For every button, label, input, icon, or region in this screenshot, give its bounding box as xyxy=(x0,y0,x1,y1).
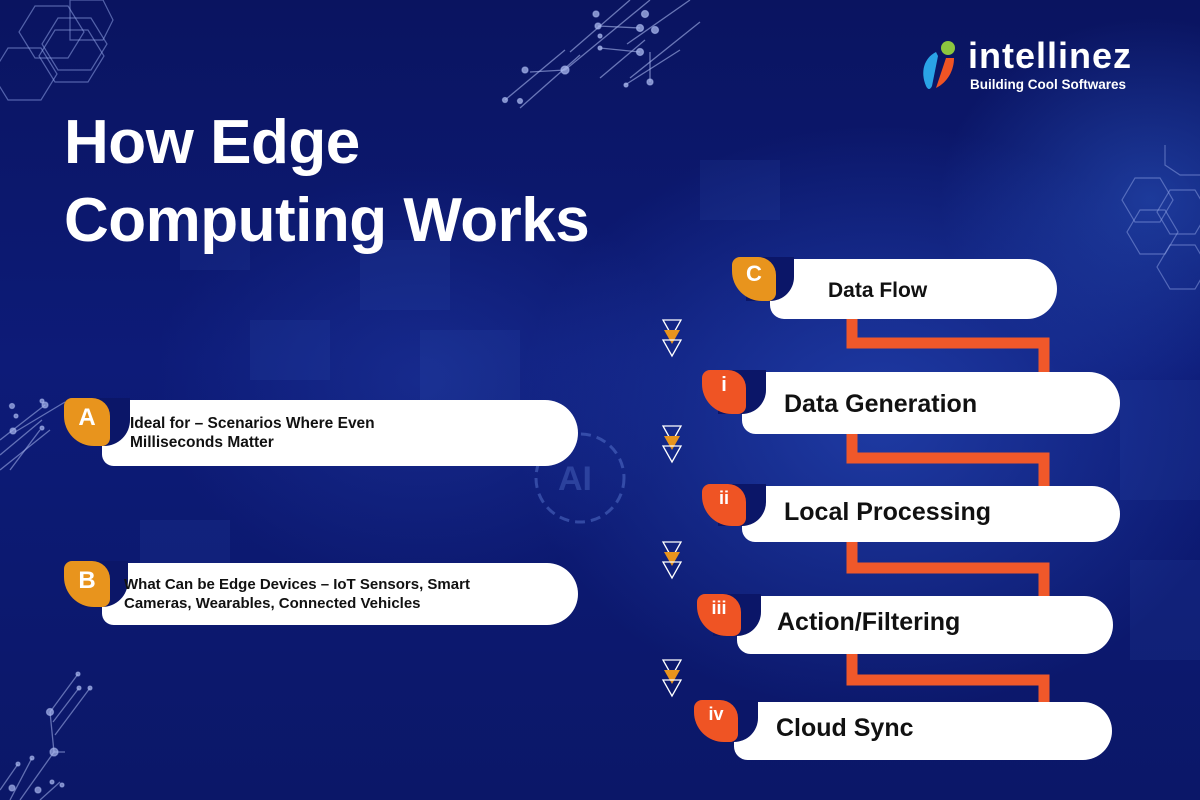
card-background xyxy=(734,702,1112,760)
page-title: How Edge Computing Works xyxy=(64,104,590,260)
badge-c: C xyxy=(732,257,776,301)
flow-step-2: ii Local Processing xyxy=(702,484,1120,544)
title-line-1: How Edge xyxy=(64,108,360,177)
chevron-down-icon xyxy=(661,425,683,464)
card-background xyxy=(742,372,1120,434)
flow-step-3-label: Action/Filtering xyxy=(777,608,961,636)
flow-step-1-label: Data Generation xyxy=(784,390,978,418)
info-card-a-text: Ideal for – Scenarios Where Even Millise… xyxy=(130,415,375,451)
title-line-2: Computing Works xyxy=(64,186,590,255)
card-background xyxy=(742,486,1120,542)
card-background xyxy=(102,563,578,625)
info-card-b: B What Can be Edge Devices – IoT Sensors… xyxy=(62,561,582,627)
flow-step-4: iv Cloud Sync xyxy=(694,700,1112,762)
brand-logo[interactable]: intellinez Building Cool Softwares xyxy=(918,36,1158,96)
card-background xyxy=(102,400,578,466)
badge-step-1: i xyxy=(702,370,746,414)
info-card-a: A Ideal for – Scenarios Where Even Milli… xyxy=(62,398,582,468)
badge-step-4: iv xyxy=(694,700,738,742)
badge-b: B xyxy=(64,561,110,607)
flow-step-2-label: Local Processing xyxy=(784,498,992,526)
chevron-down-icon xyxy=(661,541,683,580)
card-background xyxy=(770,259,1057,319)
flow-step-4-label: Cloud Sync xyxy=(776,714,914,742)
flow-step-3: iii Action/Filtering xyxy=(697,594,1113,656)
badge-step-2: ii xyxy=(702,484,746,526)
flow-header-card: C Data Flow xyxy=(732,257,1057,321)
card-background xyxy=(737,596,1113,654)
badge-step-3: iii xyxy=(697,594,741,636)
flow-step-1: i Data Generation xyxy=(702,370,1120,436)
flow-header-label: Data Flow xyxy=(828,279,928,302)
brand-name: intellinez xyxy=(968,35,1133,76)
brand-tagline: Building Cool Softwares xyxy=(970,77,1127,92)
chevron-down-icon xyxy=(661,659,683,698)
intellinez-logo-icon xyxy=(923,41,955,89)
chevron-down-icon xyxy=(661,319,683,358)
info-card-b-text: What Can be Edge Devices – IoT Sensors, … xyxy=(124,576,470,612)
